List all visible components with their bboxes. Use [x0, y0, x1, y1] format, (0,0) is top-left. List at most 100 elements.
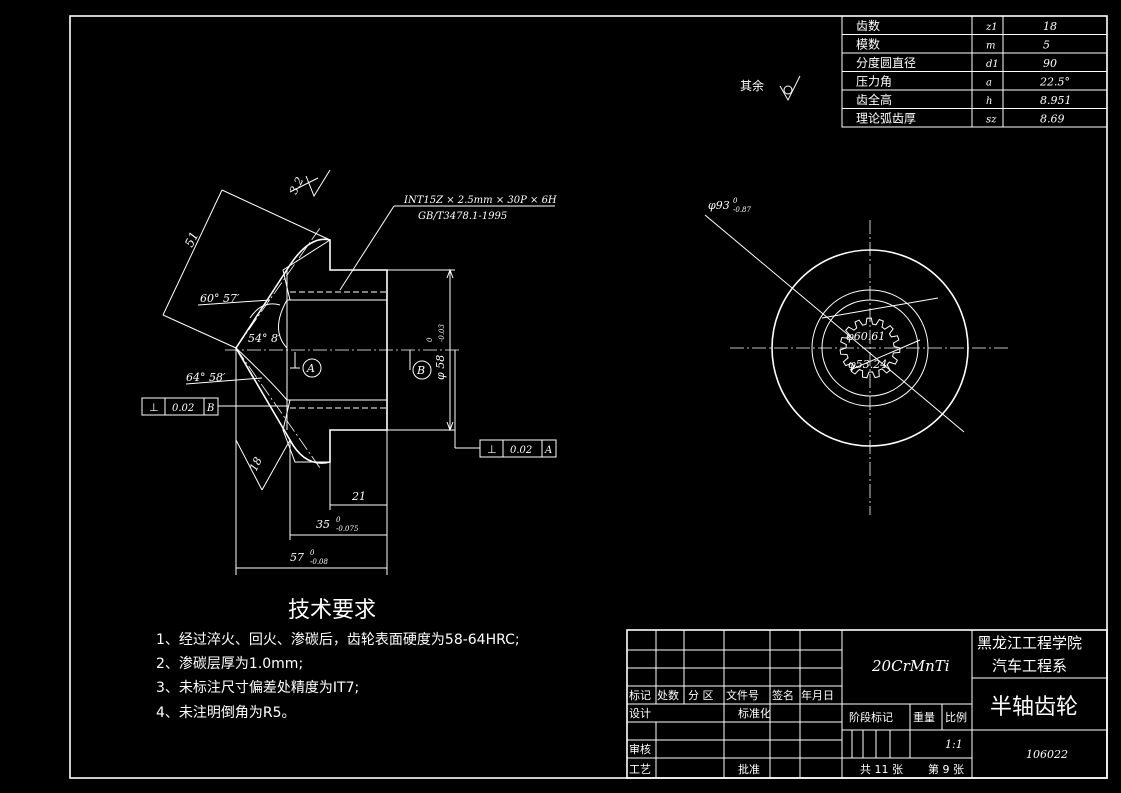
datum-a: A — [290, 352, 322, 378]
param-symbol: d1 — [986, 59, 999, 70]
dim-d93-tol-dn: -0.87 — [733, 206, 751, 214]
part-name: 半轴齿轮 — [990, 695, 1078, 720]
angle-64-text: 64° 58′ — [186, 371, 226, 384]
param-row: 模数 m 5 — [856, 37, 1050, 52]
tech-title: 技术要求 — [288, 598, 376, 623]
design-label: 设计 — [629, 707, 651, 720]
param-name: 齿数 — [856, 18, 880, 33]
weight-label: 重量 — [913, 710, 935, 724]
dim-d58: φ 58 0 -0.03 — [387, 268, 455, 432]
dim-57-tol-dn: -0.08 — [310, 558, 328, 566]
hdr-count: 处数 — [657, 689, 679, 702]
hdr-sign: 签名 — [772, 688, 794, 702]
sheet-number: 第 9 张 — [928, 762, 964, 776]
param-row: 齿全高 h 8.951 — [856, 92, 1072, 107]
angle-54-text: 54° 8′ — [248, 332, 281, 345]
spline-note: INT15Z × 2.5mm × 30P × 6H GB/T3478.1-199… — [339, 195, 557, 291]
spline-line2: GB/T3478.1-1995 — [418, 211, 507, 222]
param-symbol: a — [986, 78, 992, 89]
tolerance-a-datum: A — [544, 445, 552, 456]
sheet-total: 共 11 张 — [860, 763, 903, 776]
scale-value: 1:1 — [945, 738, 963, 751]
hdr-mark: 标记 — [629, 688, 651, 702]
end-view: φ93 0 -0.87 φ60.61 φ53.24 — [704, 197, 1010, 515]
param-row: 分度圆直径 d1 90 — [856, 55, 1057, 70]
param-value: 8.951 — [1040, 94, 1072, 107]
param-row: 齿数 z1 18 — [856, 18, 1057, 33]
tech-item: 4、未注明倒角为R5。 — [156, 705, 296, 721]
param-symbol: h — [986, 96, 992, 107]
dim-d58-tol-up: 0 — [426, 337, 434, 342]
param-row: 压力角 a 22.5° — [856, 75, 1070, 89]
param-symbol: z1 — [985, 22, 998, 33]
dim-3-2-text: 3.2 — [287, 175, 306, 196]
param-name: 理论弧齿厚 — [856, 112, 916, 126]
param-name: 齿全高 — [856, 92, 892, 107]
param-value: 8.69 — [1040, 113, 1065, 126]
param-row: 理论弧齿厚 sz 8.69 — [856, 112, 1065, 126]
tolerance-frame-a: ⊥ 0.02 A — [454, 350, 557, 458]
tech-item: 1、经过淬火、回火、渗碳后，齿轮表面硬度为58-64HRC; — [156, 632, 520, 648]
param-name: 模数 — [856, 37, 880, 52]
dim-d93-text: φ93 — [708, 199, 730, 212]
dim-35-text: 35 — [316, 518, 330, 531]
process-label: 工艺 — [629, 763, 651, 776]
material-text: 20CrMnTi — [871, 657, 950, 675]
dim-35-tol-dn: -0.075 — [336, 525, 359, 533]
hdr-date: 年月日 — [801, 688, 834, 702]
hdr-zone: 分 区 — [688, 689, 714, 702]
roughness-note: 其余 — [740, 75, 801, 102]
dim-18-text: 18 — [247, 455, 265, 473]
dim-d93-tol-up: 0 — [733, 197, 738, 205]
tolerance-b-value: 0.02 — [172, 403, 194, 414]
datum-b: B — [409, 350, 432, 380]
dim-57-text: 57 — [290, 551, 304, 564]
dim-d58-tol-dn: -0.03 — [438, 324, 446, 342]
dim-51: 51 — [162, 189, 331, 349]
tolerance-a-value: 0.02 — [510, 445, 532, 456]
drawing-number: 106022 — [1026, 748, 1068, 761]
angle-60-text: 60° 57′ — [200, 292, 240, 305]
dim-35-tol-up: 0 — [336, 516, 341, 524]
dim-57: 57 0 -0.08 — [235, 348, 387, 575]
approve-label: 批准 — [738, 762, 760, 776]
tech-requirements: 技术要求 1、经过淬火、回火、渗碳后，齿轮表面硬度为58-64HRC; 2、渗碳… — [156, 598, 520, 721]
param-name: 分度圆直径 — [856, 55, 916, 70]
param-name: 压力角 — [856, 75, 892, 89]
dim-57-tol-up: 0 — [310, 549, 315, 557]
scale-label: 比例 — [945, 710, 967, 724]
title-block: 20CrMnTi 黑龙江工程学院 汽车工程系 半轴齿轮 106022 标记 处数… — [626, 629, 1108, 779]
dim-d53-text: φ53.24 — [848, 358, 887, 371]
dim-35: 35 0 -0.075 — [289, 440, 387, 540]
section-view — [225, 227, 460, 469]
param-value: 22.5° — [1039, 76, 1070, 89]
param-value: 90 — [1043, 57, 1057, 70]
roughness-label: 其余 — [740, 78, 764, 93]
tolerance-frame-b: ⊥ 0.02 B — [141, 397, 288, 416]
datum-b-label: B — [416, 364, 425, 377]
datum-a-label: A — [306, 362, 315, 375]
dim-18: 18 — [235, 439, 291, 491]
review-label: 审核 — [629, 742, 651, 756]
perpendicularity-icon: ⊥ — [149, 401, 159, 414]
param-value: 18 — [1043, 20, 1057, 33]
tech-item: 3、未标注尺寸偏差处精度为IT7; — [156, 680, 359, 696]
dim-51-text: 51 — [182, 229, 201, 249]
tech-item: 2、渗碳层厚为1.0mm; — [156, 656, 303, 672]
stage-label: 阶段标记 — [849, 710, 893, 724]
dim-d58-text: φ 58 — [434, 355, 447, 380]
gear-outline — [235, 238, 388, 464]
param-symbol: sz — [986, 115, 997, 126]
hdr-doc: 文件号 — [726, 688, 759, 702]
dim-3-2: 3.2 — [287, 169, 331, 198]
gear-parameter-table: 齿数 z1 18 模数 m 5 分度圆直径 d1 90 压力角 a 22.5° … — [841, 15, 1108, 128]
dim-21-text: 21 — [351, 490, 366, 503]
param-symbol: m — [986, 41, 995, 52]
drawing-border — [69, 15, 1108, 779]
standard-label: 标准化 — [738, 706, 771, 720]
roughness-symbol-icon — [779, 75, 801, 102]
perpendicularity-icon: ⊥ — [487, 443, 497, 456]
dept-text: 汽车工程系 — [992, 657, 1067, 675]
school-text: 黑龙江工程学院 — [977, 634, 1082, 652]
